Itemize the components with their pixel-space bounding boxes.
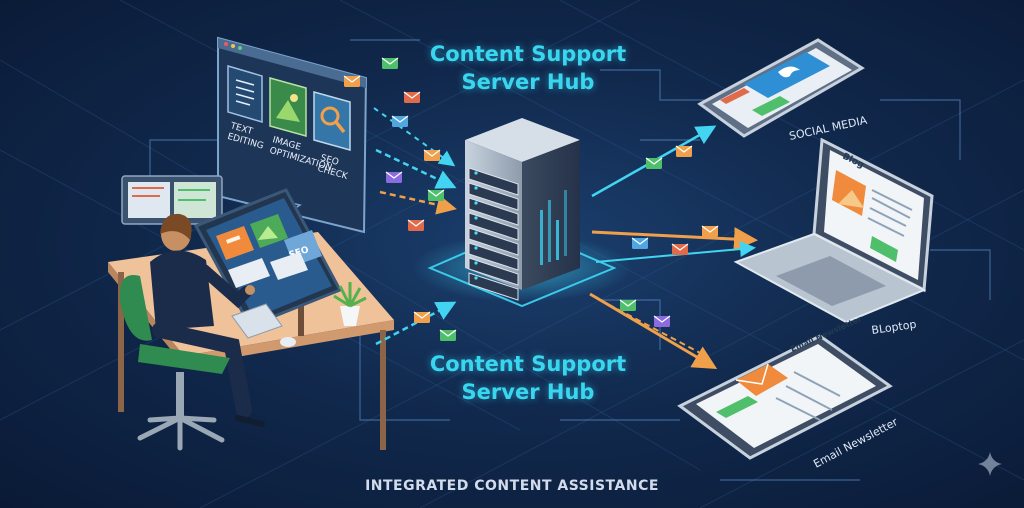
rack-status-light (474, 246, 478, 250)
rack-status-light (474, 186, 478, 190)
rack-status-light (474, 171, 478, 175)
tablet (677, 334, 893, 460)
envelope-icon (381, 57, 399, 69)
blog-read-button[interactable] (870, 236, 898, 262)
server-rack (465, 118, 580, 301)
mouse (280, 337, 296, 347)
laptop-label: BLoptop (871, 318, 918, 337)
newsletter-subscribe-button[interactable] (716, 396, 758, 418)
envelope-icon (645, 157, 663, 169)
social-action-button[interactable] (752, 96, 790, 116)
rack-status-light (474, 231, 478, 235)
rack-unit (468, 257, 519, 286)
rack-unit (468, 227, 519, 256)
envelope-icon (427, 189, 445, 201)
rack-unit (468, 167, 519, 196)
feature-panel: TEXT EDITING IMAGE OPTIMIZATION SEO CHEC… (217, 36, 368, 234)
rack-status-light (474, 216, 478, 220)
workstation-text-tile[interactable] (216, 226, 254, 260)
image-optimization-tile[interactable] (269, 77, 307, 137)
rack-unit (468, 182, 519, 211)
potted-plant (333, 282, 367, 326)
envelope-icon (407, 219, 425, 231)
envelope-icons (343, 57, 719, 341)
office-chair (119, 275, 230, 451)
rack-side-lights (540, 190, 567, 265)
envelope-icon (701, 225, 719, 237)
social-media-label: SOCIAL MEDIA (788, 114, 869, 143)
smartphone (697, 38, 865, 138)
outgoing-flow (589, 125, 758, 370)
rack-unit (468, 197, 519, 226)
person-at-desk (150, 213, 265, 427)
rack-status-light (474, 276, 478, 280)
rack-unit (468, 212, 519, 241)
rack-status-light (474, 261, 478, 265)
envelope-icon (671, 243, 689, 255)
seo-check-tile[interactable] (313, 91, 351, 151)
envelope-icon (619, 299, 637, 311)
newsletter-envelope-icon (735, 363, 788, 396)
workstation-image-tile[interactable] (250, 214, 288, 248)
rack-unit (468, 272, 519, 301)
bird-icon (778, 66, 800, 78)
envelope-icon (403, 91, 421, 103)
image-icon (276, 94, 300, 122)
keyboard (231, 303, 283, 339)
envelope-icon (343, 75, 361, 87)
rack-units (468, 167, 519, 301)
laptop (733, 137, 934, 324)
network-lines (149, 39, 991, 481)
envelope-icon (439, 329, 457, 341)
envelope-icon (391, 115, 409, 127)
envelope-icon (631, 237, 649, 249)
rack-status-light (474, 201, 478, 205)
hub-title-bottom: Content Support Server Hub (429, 352, 627, 404)
text-editing-tile[interactable] (227, 64, 263, 124)
footer-caption: INTEGRATED CONTENT ASSISTANCE (365, 478, 659, 494)
sparkle-icon (978, 452, 1002, 476)
blog-image (832, 170, 866, 216)
envelope-icon (675, 145, 693, 157)
envelope-icon (653, 315, 671, 327)
document-icon (235, 79, 255, 106)
hub-title-top: Content Support Server Hub (429, 42, 627, 94)
rack-unit (468, 242, 519, 271)
envelope-icon (413, 311, 431, 323)
envelope-icon (385, 171, 403, 183)
envelope-icon (423, 149, 441, 161)
magnifier-icon (320, 106, 346, 134)
